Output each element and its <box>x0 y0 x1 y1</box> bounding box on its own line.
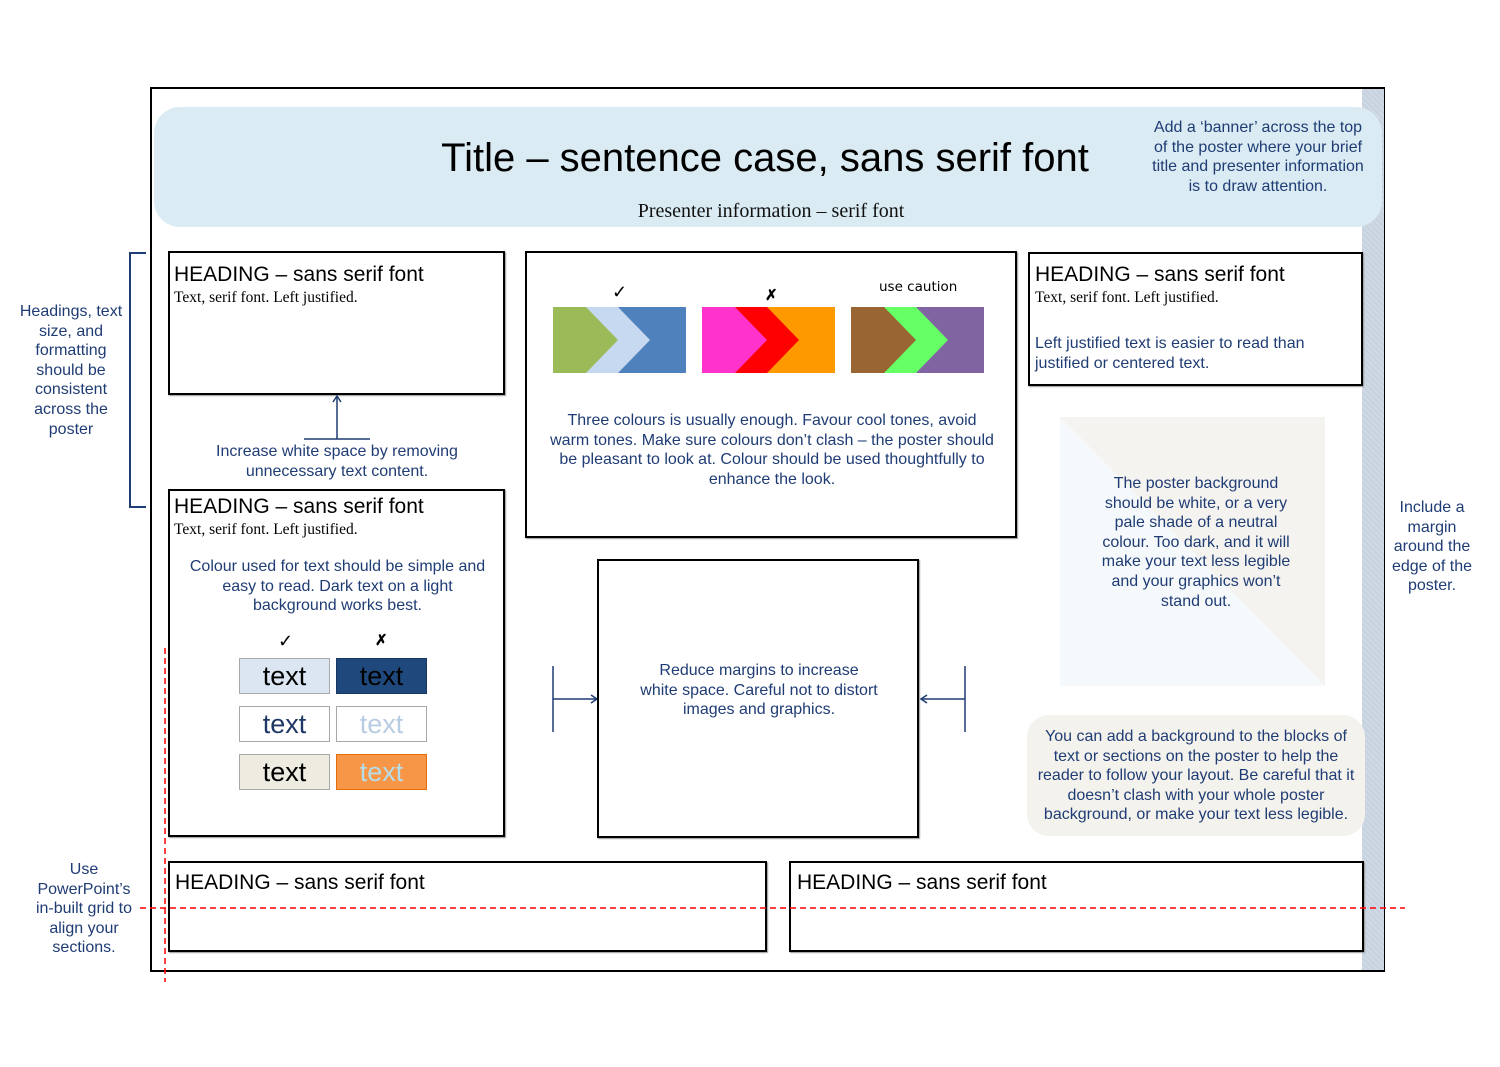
section-heading: HEADING – sans serif font <box>174 263 424 286</box>
section-margins: Reduce margins to increase white space. … <box>597 559 919 838</box>
left-justify-note: Left justified text is easier to read th… <box>1035 335 1305 372</box>
check-icon: ✓ <box>612 282 628 302</box>
text-swatch-bad: text <box>336 706 427 742</box>
poster-margin-strip <box>1362 89 1384 970</box>
section-top-right: HEADING – sans serif font Text, serif fo… <box>1028 252 1363 386</box>
right-arrow-icon <box>552 666 599 732</box>
section-top-left: HEADING – sans serif font Text, serif fo… <box>168 251 505 395</box>
white-space-note: Increase white space by removing unneces… <box>216 443 458 480</box>
text-swatch-bad: text <box>336 754 427 790</box>
palette-caution <box>851 307 984 373</box>
background-sample <box>1060 417 1325 686</box>
section-body: Text, serif font. Left justified. <box>1035 289 1219 306</box>
block-background-note: You can add a background to the blocks o… <box>1037 728 1355 824</box>
title-banner <box>154 107 1382 227</box>
caution-label: use caution <box>879 279 958 295</box>
text-swatch-good: text <box>239 658 330 694</box>
text-swatch-bad: text <box>336 658 427 694</box>
block-background-sample <box>1027 715 1365 836</box>
poster-title-text: Title – sentence case, sans serif font <box>441 136 1089 180</box>
bracket-icon <box>129 252 146 508</box>
background-note: The poster background should be white, o… <box>1101 475 1291 610</box>
section-body: Text, serif font. Left justified. <box>174 521 358 538</box>
presenter-info: Presenter information – serif font <box>637 200 905 222</box>
section-heading: HEADING – sans serif font <box>1035 263 1285 286</box>
banner-note: Add a ‘banner’ across the top of the pos… <box>1152 119 1364 195</box>
palette-colour-1 <box>702 307 767 373</box>
text-swatch-good: text <box>239 754 330 790</box>
check-icon: ✓ <box>278 631 294 651</box>
margins-note: Reduce margins to increase white space. … <box>640 662 878 719</box>
text-colour-note: Colour used for text should be simple an… <box>189 558 486 615</box>
cross-icon: ✗ <box>765 287 778 304</box>
section-heading: HEADING – sans serif font <box>797 871 1047 894</box>
text-swatch-good: text <box>239 706 330 742</box>
colour-note: Three colours is usually enough. Favour … <box>550 412 994 488</box>
up-arrow-icon <box>304 394 370 440</box>
headings-consistency-note: Headings, text size, and formatting shou… <box>19 303 123 438</box>
use-grid-note: Use PowerPoint’s in-built grid to align … <box>35 861 133 957</box>
palette-colour-1 <box>851 307 916 373</box>
palette-good <box>553 307 686 373</box>
poster-title: Title – sentence case, sans serif font <box>150 136 1392 181</box>
cross-icon: ✗ <box>375 632 388 649</box>
section-colour-palettes: ✓ ✗ use caution Three colours is usually… <box>525 251 1017 538</box>
palette-colour-1 <box>553 307 618 373</box>
section-heading: HEADING – sans serif font <box>174 495 424 518</box>
section-bottom-right: HEADING – sans serif font <box>789 861 1364 952</box>
palette-bad <box>702 307 835 373</box>
include-margin-note: Include a margin around the edge of the … <box>1391 499 1473 595</box>
section-mid-left: HEADING – sans serif font Text, serif fo… <box>168 489 505 837</box>
section-heading: HEADING – sans serif font <box>175 871 425 894</box>
section-bottom-left: HEADING – sans serif font <box>168 861 767 952</box>
left-arrow-icon <box>919 666 966 732</box>
section-body: Text, serif font. Left justified. <box>174 289 358 306</box>
colour-palettes <box>553 307 984 373</box>
